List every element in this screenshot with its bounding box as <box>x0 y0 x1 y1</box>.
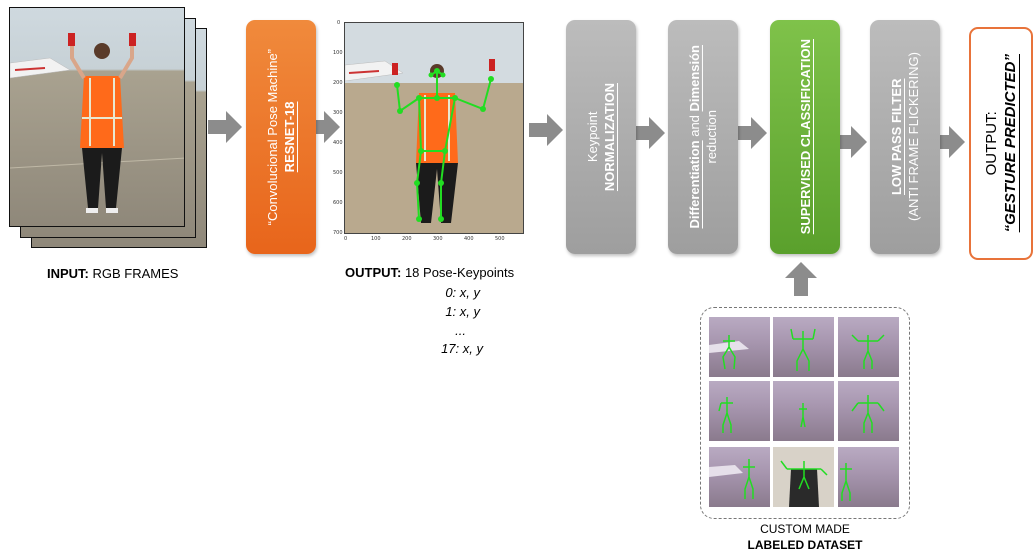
output-label: OUTPUT: <box>983 111 1000 176</box>
filter-label: LOW PASS FILTER <box>889 78 904 196</box>
x-tick: 0 <box>344 236 348 242</box>
pose-photo <box>345 23 523 233</box>
y-tick: 0 <box>337 20 341 26</box>
dataset-caption-line1: CUSTOM MADE <box>760 522 850 536</box>
dataset-thumbnail <box>773 447 834 507</box>
dataset-thumbnail <box>838 317 899 377</box>
y-tick: 500 <box>333 170 343 176</box>
arrow-4 <box>631 117 665 149</box>
y-tick: 600 <box>333 200 343 206</box>
dataset-thumbnail <box>838 381 899 441</box>
pose-machine-title: “Convolucional Pose Machine” <box>265 48 280 226</box>
resnet-label: RESNET-18 <box>282 101 297 173</box>
y-tick: 400 <box>333 140 343 146</box>
y-tick: 200 <box>333 80 343 86</box>
input-frame-front <box>9 7 185 227</box>
output-box: OUTPUT:“GESTURE PREDICTED” <box>969 27 1033 260</box>
pose-output-caption: OUTPUT: 18 Pose-Keypoints <box>345 265 515 280</box>
person-photo <box>10 33 184 213</box>
x-tick: 500 <box>495 236 505 242</box>
dataset-caption: CUSTOM MADE LABELED DATASET <box>700 521 910 553</box>
y-tick: 100 <box>333 50 343 56</box>
arrow-3 <box>529 114 563 146</box>
supervised-classification-box: SUPERVISED CLASSIFICATION <box>770 20 840 254</box>
x-tick: 300 <box>433 236 443 242</box>
arrow-1 <box>208 111 242 143</box>
arrow-up-dataset <box>785 262 817 296</box>
keypoint-17: 17: x, y <box>441 341 483 356</box>
arrow-7 <box>931 126 965 158</box>
normalization-line1: Keypoint <box>585 111 600 163</box>
labeled-dataset-panel <box>700 307 910 519</box>
y-tick: 300 <box>333 110 343 116</box>
keypoint-1: 1: x, y <box>445 304 480 319</box>
dataset-thumbnail <box>709 317 770 377</box>
dataset-thumbnail <box>773 317 834 377</box>
classification-label: SUPERVISED CLASSIFICATION <box>797 39 813 235</box>
pose-machine-box: “Convolucional Pose Machine”RESNET-18 <box>246 20 316 254</box>
dataset-thumbnail <box>838 447 899 507</box>
low-pass-filter-box: LOW PASS FILTER(ANTI FRAME FLICKERING) <box>870 20 940 254</box>
input-caption: INPUT: RGB FRAMES <box>47 266 179 281</box>
arrow-5 <box>733 117 767 149</box>
y-tick: 700 <box>333 230 343 236</box>
arrow-6 <box>833 126 867 158</box>
dataset-thumbnail <box>709 447 770 507</box>
keypoint-ellipsis: ... <box>455 323 466 338</box>
dataset-thumbnail <box>773 381 834 441</box>
arrow-2 <box>306 111 340 143</box>
normalization-line2: NORMALIZATION <box>602 82 617 192</box>
dataset-thumbnail <box>709 381 770 441</box>
gesture-predicted-label: “GESTURE PREDICTED” <box>1002 54 1019 233</box>
pose-keypoint-plot <box>344 22 524 234</box>
dataset-caption-line2: LABELED DATASET <box>747 538 863 552</box>
x-tick: 400 <box>464 236 474 242</box>
keypoint-0: 0: x, y <box>445 285 480 300</box>
x-tick: 100 <box>371 236 381 242</box>
x-tick: 200 <box>402 236 412 242</box>
filter-sublabel: (ANTI FRAME FLICKERING) <box>906 52 921 222</box>
